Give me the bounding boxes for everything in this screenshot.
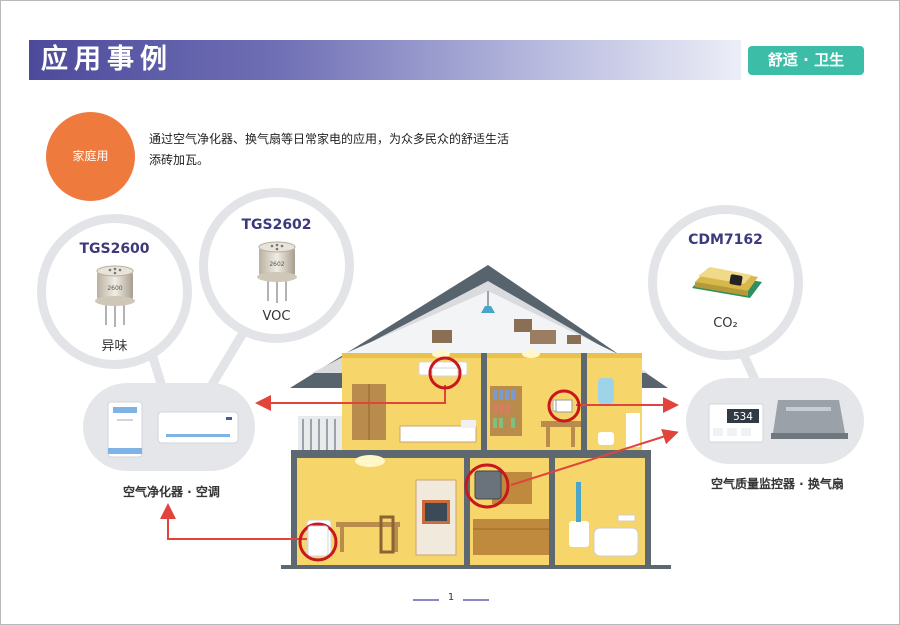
sensor-label: CO₂ xyxy=(713,316,738,331)
lower-floor xyxy=(297,458,645,565)
sensor-name: TGS2600 xyxy=(79,241,150,257)
monitor-display: 534 xyxy=(733,410,753,423)
usage-circle: 家庭用 xyxy=(46,112,135,201)
sensor-can-icon: 2602 xyxy=(257,241,297,303)
category-badge: 舒适 · 卫生 xyxy=(748,46,864,75)
sensor-bubble-tgs2600: TGS2600 2600 异味 xyxy=(37,214,192,369)
sensor-bubble-cdm7162: CDM7162 CO₂ xyxy=(648,205,803,360)
title-bar xyxy=(29,40,741,80)
sensor-marking: 2600 xyxy=(107,285,122,292)
footer-line-right xyxy=(463,599,489,601)
sensor-label: 异味 xyxy=(101,339,128,354)
sensor-name: CDM7162 xyxy=(688,232,763,248)
air-purifier-icon xyxy=(107,401,143,458)
caption-left-devices: 空气净化器 · 空调 xyxy=(123,485,220,499)
intro-description: 通过空气净化器、换气扇等日常家电的应用，为众多民众的舒适生活添砖加瓦。 xyxy=(149,132,510,167)
sensor-marking: 2602 xyxy=(269,261,284,268)
air-conditioner-icon xyxy=(157,411,239,444)
range-hood-icon xyxy=(773,400,845,433)
flow-arrows xyxy=(160,385,679,540)
sensor-location-rings xyxy=(298,356,581,562)
sensor-can-icon: 2600 xyxy=(95,265,135,327)
page-number: 1 xyxy=(447,592,455,603)
sensor-name: TGS2602 xyxy=(241,217,312,233)
caption-right-devices: 空气质量监控器 · 换气扇 xyxy=(711,477,844,491)
page-title: 应用事例 xyxy=(41,44,173,75)
footer-line-left xyxy=(413,599,439,601)
co2-module-icon xyxy=(692,267,762,298)
sensor-bubble-tgs2602: TGS2602 2602 VOC xyxy=(199,188,354,343)
sensor-label: VOC xyxy=(262,309,291,324)
